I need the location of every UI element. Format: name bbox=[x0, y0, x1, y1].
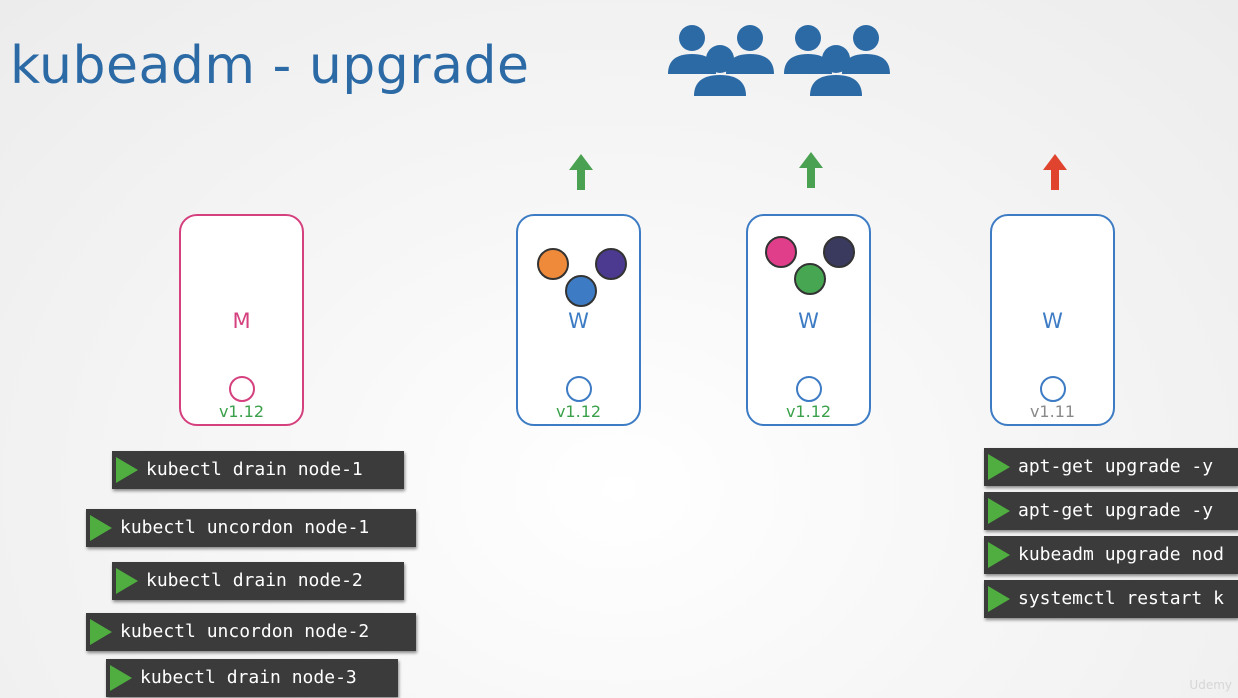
node-version: v1.12 bbox=[555, 402, 602, 421]
play-icon bbox=[110, 665, 132, 691]
upgrade-arrow-icon bbox=[569, 154, 593, 190]
command-systemctl-restart: systemctl restart k bbox=[984, 580, 1238, 618]
command-text: kubectl drain node-1 bbox=[146, 459, 363, 480]
node-version: v1.11 bbox=[1029, 402, 1076, 421]
play-icon bbox=[90, 619, 112, 645]
command-uncordon-node-1: kubectl uncordon node-1 bbox=[86, 509, 416, 547]
node-version: v1.12 bbox=[218, 402, 265, 421]
worker-node-3: W v1.11 bbox=[990, 214, 1115, 426]
watermark: Udemy bbox=[1189, 678, 1232, 692]
play-icon bbox=[90, 515, 112, 541]
command-text: apt-get upgrade -y bbox=[1018, 456, 1214, 477]
node-version: v1.12 bbox=[785, 402, 832, 421]
users-group-icon bbox=[668, 25, 890, 96]
pod bbox=[565, 275, 597, 307]
command-text: kubectl uncordon node-2 bbox=[120, 621, 370, 642]
command-drain-node-1: kubectl drain node-1 bbox=[112, 451, 404, 489]
upgrade-arrow-icon bbox=[799, 152, 823, 188]
play-icon bbox=[988, 498, 1010, 524]
play-icon bbox=[116, 568, 138, 594]
command-text: kubectl drain node-2 bbox=[146, 570, 363, 591]
command-text: apt-get upgrade -y bbox=[1018, 500, 1214, 521]
node-status-ring bbox=[565, 376, 592, 402]
command-drain-node-3: kubectl drain node-3 bbox=[106, 659, 398, 697]
command-text: kubeadm upgrade nod bbox=[1018, 544, 1224, 565]
play-icon bbox=[988, 542, 1010, 568]
command-text: systemctl restart k bbox=[1018, 588, 1224, 609]
node-label: W bbox=[568, 309, 589, 333]
node-label: M bbox=[232, 309, 251, 333]
worker-node-1: W v1.12 bbox=[516, 214, 641, 426]
command-uncordon-node-2: kubectl uncordon node-2 bbox=[86, 613, 416, 651]
pod bbox=[765, 236, 797, 268]
command-text: kubectl uncordon node-1 bbox=[120, 517, 370, 538]
upgrade-arrow-icon bbox=[1043, 154, 1067, 190]
node-status-ring bbox=[228, 376, 255, 402]
play-icon bbox=[116, 457, 138, 483]
master-node: M v1.12 bbox=[179, 214, 304, 426]
worker-node-2: W v1.12 bbox=[746, 214, 871, 426]
pod bbox=[537, 248, 569, 280]
command-drain-node-2: kubectl drain node-2 bbox=[112, 562, 404, 600]
command-kubeadm-upgrade-node: kubeadm upgrade nod bbox=[984, 536, 1238, 574]
command-text: kubectl drain node-3 bbox=[140, 667, 357, 688]
node-label: W bbox=[798, 309, 819, 333]
command-apt-get-upgrade: apt-get upgrade -y bbox=[984, 448, 1238, 486]
command-apt-get-upgrade: apt-get upgrade -y bbox=[984, 492, 1238, 530]
node-label: W bbox=[1042, 309, 1063, 333]
pod bbox=[823, 236, 855, 268]
slide-title: kubeadm - upgrade bbox=[10, 36, 530, 96]
pod bbox=[794, 263, 826, 295]
node-status-ring bbox=[1039, 376, 1066, 402]
play-icon bbox=[988, 454, 1010, 480]
play-icon bbox=[988, 586, 1010, 612]
node-status-ring bbox=[795, 376, 822, 402]
pod bbox=[595, 248, 627, 280]
